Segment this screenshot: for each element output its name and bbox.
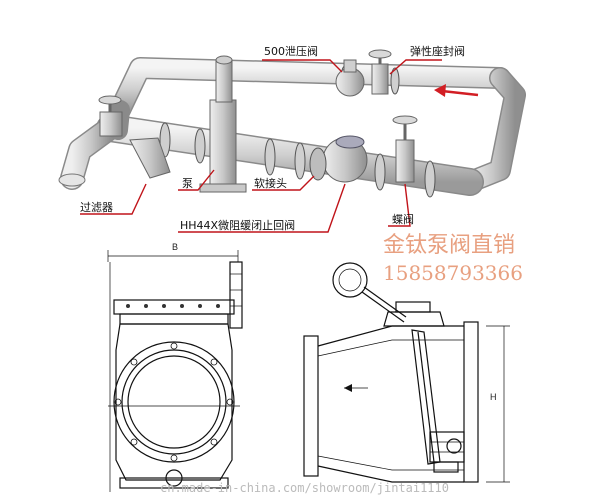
handwheel-icon	[98, 95, 122, 105]
label-check-valve: HH44X微阻缓闭止回阀	[180, 218, 295, 232]
gate-valve-left	[98, 95, 122, 112]
flow-arrow-icon	[434, 84, 479, 97]
label-pump: 泵	[182, 177, 193, 190]
flange	[264, 138, 276, 176]
label-butterfly-valve: 蝶阀	[392, 212, 414, 226]
flange	[424, 160, 436, 198]
watermark: cn.made-in-china.com/showroom/jintai1110	[160, 481, 449, 495]
flange	[294, 142, 306, 180]
promo-company: 金钛泵阀直销	[383, 233, 515, 258]
section-view-drawing: H	[303, 262, 510, 483]
callouts: 500泄压阀 弹性座封阀 泵 软接头 过滤器 HH44X微阻缓闭止回阀 蝶阀	[80, 44, 465, 233]
elastic-seat-valve	[368, 49, 392, 95]
soft-joint	[309, 147, 327, 181]
promo-phone: 15858793366	[383, 261, 523, 285]
label-filter: 过滤器	[80, 201, 113, 214]
flange	[374, 153, 386, 191]
relief-valve	[335, 59, 365, 97]
front-view-drawing: B	[107, 242, 243, 492]
label-elastic-seat-valve: 弹性座封阀	[410, 44, 465, 58]
label-soft-joint: 软接头	[254, 176, 287, 190]
dimension-h-label: H	[490, 392, 497, 402]
handwheel-icon	[392, 115, 418, 125]
promo-text: 金钛泵阀直销 15858793366	[383, 233, 523, 285]
check-valve-body	[322, 135, 368, 183]
label-relief-valve: 500泄压阀	[264, 44, 318, 58]
filter-body	[99, 111, 171, 179]
butterfly-valve	[392, 115, 418, 183]
flange	[390, 67, 400, 95]
dimension-b-label: B	[172, 242, 178, 252]
handwheel-icon	[368, 49, 392, 59]
flange	[194, 128, 206, 164]
pump	[199, 55, 247, 193]
pipe-system	[58, 49, 526, 198]
